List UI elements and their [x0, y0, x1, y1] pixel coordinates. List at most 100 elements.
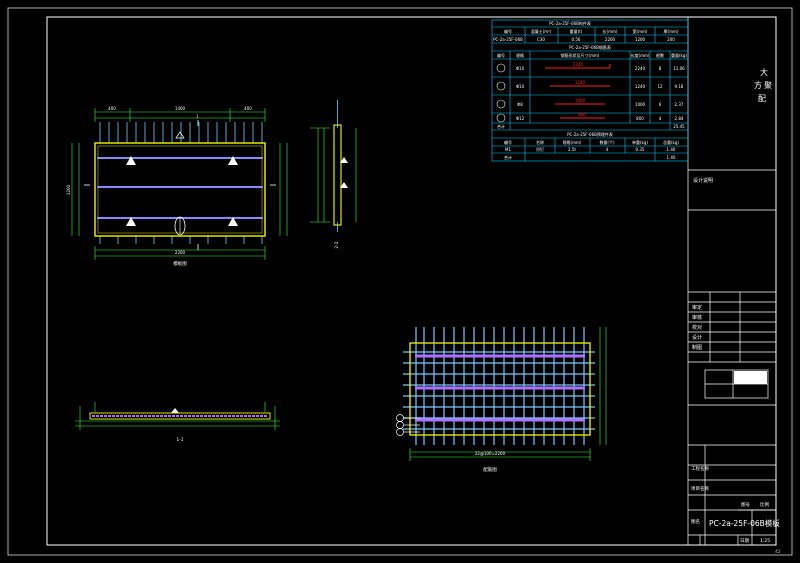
rebar-col-6: 重量(kg) [671, 52, 687, 58]
main-cell-6: 200 [667, 37, 675, 42]
rebar-col-3: 钢筋形状及尺寸(mm) [561, 52, 600, 58]
scale-value: 1:25 [760, 538, 770, 544]
main-col-3: 重量(t) [570, 28, 583, 34]
rebar-row2-len: 1240 [635, 84, 646, 89]
component-tables [491, 19, 689, 162]
rebar-row2-shape: 1240 [575, 80, 586, 85]
rebar-col-2: 规格 [516, 52, 524, 58]
embed-total-value: 1.40 [667, 155, 676, 160]
row-label-9: 图名 [691, 518, 700, 525]
rebar-row1-weight: 11.06 [673, 66, 685, 71]
embed-col-3: 规格(mm) [563, 139, 582, 145]
embed-cell-2: 吊钉 [536, 146, 544, 152]
main-col-4: 长(mm) [603, 28, 618, 34]
rebar-row3-shape: 1000 [575, 98, 586, 103]
rebar-row3-count: 6 [659, 102, 662, 107]
rebar-col-4: 长度(mm) [631, 52, 650, 58]
row-label-4: 校对 [692, 324, 702, 331]
rebar-table-header: PC-2a-25F-06B钢筋表 [569, 44, 611, 50]
main-cell-1: PC-2a-25F-06B [493, 37, 523, 42]
rebar-panel-outline [409, 342, 591, 436]
rebar-row1-count: 8 [659, 66, 662, 71]
dim-total-width: 2200 [175, 250, 186, 255]
section-1-1-title: 1-1 [176, 437, 183, 443]
drawing-name: PC-2a-25F-06B模板 [709, 518, 780, 528]
rebar-view [396, 327, 607, 461]
main-cell-2: C30 [537, 37, 545, 42]
company-char-2: 方 [754, 80, 762, 90]
table-text: PC-2a-25F-06B构件表 编号 混凝土(m³) 重量(t) 长(mm) … [493, 20, 687, 160]
rebar-row3-len: 1000 [635, 102, 646, 107]
rebar-row4-shape: 800 [578, 112, 586, 117]
table-circle-markers [496, 63, 506, 123]
rebar-title: 配筋图 [483, 466, 497, 473]
sheet-label-1: 图号 [741, 502, 750, 508]
embed-col-4: 数量(个) [599, 139, 615, 145]
rebar-row4-spec: Φ12 [516, 116, 525, 121]
title-block [687, 17, 776, 545]
row-label-5: 设计 [692, 334, 702, 341]
rebar-row1-len: 2240 [635, 66, 646, 71]
main-cell-5: 1200 [635, 37, 646, 42]
plan-view [71, 108, 288, 260]
embed-cell-1: M1 [505, 147, 511, 152]
rebar-total-value: 25.45 [673, 124, 685, 129]
dim-left-edge: 400 [108, 106, 116, 111]
rebar-row2-weight: 9.18 [675, 84, 684, 89]
embed-col-2: 名称 [536, 139, 544, 145]
plan-title: 模板图 [173, 260, 187, 267]
date-label: 日期 [740, 538, 749, 544]
rebar-row3-weight: 2.37 [675, 102, 684, 107]
main-col-2: 混凝土(m³) [531, 28, 552, 34]
main-col-1: 编号 [504, 28, 512, 34]
embed-col-6: 总重(kg) [663, 139, 679, 145]
dim-middle: 1400 [175, 106, 186, 111]
rebar-row2-count: 12 [657, 84, 663, 89]
rebar-row2-spec: Φ10 [516, 84, 525, 89]
section-2-2-view [310, 100, 357, 232]
row-label-3: 审核 [692, 314, 702, 321]
embed-cell-5: 0.35 [636, 147, 645, 152]
dim-total-height: 1200 [66, 184, 71, 195]
rebar-row1-shape: 2240 [573, 62, 584, 67]
row-label-2: 审定 [692, 304, 702, 311]
sheet-label-2: 比例 [760, 501, 769, 508]
rebar-dim-text: 22@100=2200 [475, 451, 506, 456]
main-col-6: 厚(mm) [664, 29, 679, 34]
embed-total-label: 合计 [504, 154, 512, 160]
company-char-1: 大 [760, 67, 768, 77]
rebar-col-5: 根数 [656, 52, 664, 58]
outer-border [7, 7, 793, 556]
company-char-4: 配 [758, 94, 766, 103]
panel-outline [94, 142, 266, 237]
rebar-total-label: 合计 [497, 123, 505, 129]
section-1-1-view [75, 402, 280, 430]
main-cell-3: 0.56 [572, 37, 581, 42]
embed-table-header: PC-2a-25F-06B预埋件表 [567, 131, 613, 137]
row-label-6: 制图 [692, 344, 702, 351]
row-label-8: 项目名称 [691, 485, 709, 492]
embed-col-5: 单重(kg) [632, 139, 648, 145]
rebar-col-1: 编号 [497, 52, 505, 58]
rebar-row4-weight: 2.84 [675, 116, 684, 121]
main-col-5: 宽(mm) [633, 28, 648, 34]
title-block-text: 大 方 聚 配 设计说明 审定 审核 校对 设计 制图 工程名称 项目名称 图名… [691, 67, 781, 555]
design-note-label: 设计说明 [693, 177, 713, 184]
section-mark-1: 1 [196, 114, 199, 119]
rebar-view-text: 22@100=2200 配筋图 [475, 451, 506, 473]
rebar-row4-len: 800 [636, 116, 644, 121]
embed-cell-6: 1.40 [667, 147, 676, 152]
logo-fill [734, 371, 767, 384]
dim-right-edge: 400 [244, 106, 252, 111]
rebar-shape-lines [545, 64, 611, 119]
section-2-2-title: 2-2 [334, 241, 340, 248]
rebar-row4-count: 4 [659, 116, 662, 121]
rebar-row1-spec: Φ10 [516, 66, 525, 71]
row-label-7: 工程名称 [691, 465, 709, 472]
embed-col-1: 编号 [504, 139, 512, 145]
company-char-3: 聚 [764, 81, 772, 90]
embed-cell-3: 2.5t [568, 147, 576, 152]
inner-border [46, 16, 777, 546]
plan-view-text: 400 1400 400 2200 1200 1 模板图 [66, 106, 252, 267]
